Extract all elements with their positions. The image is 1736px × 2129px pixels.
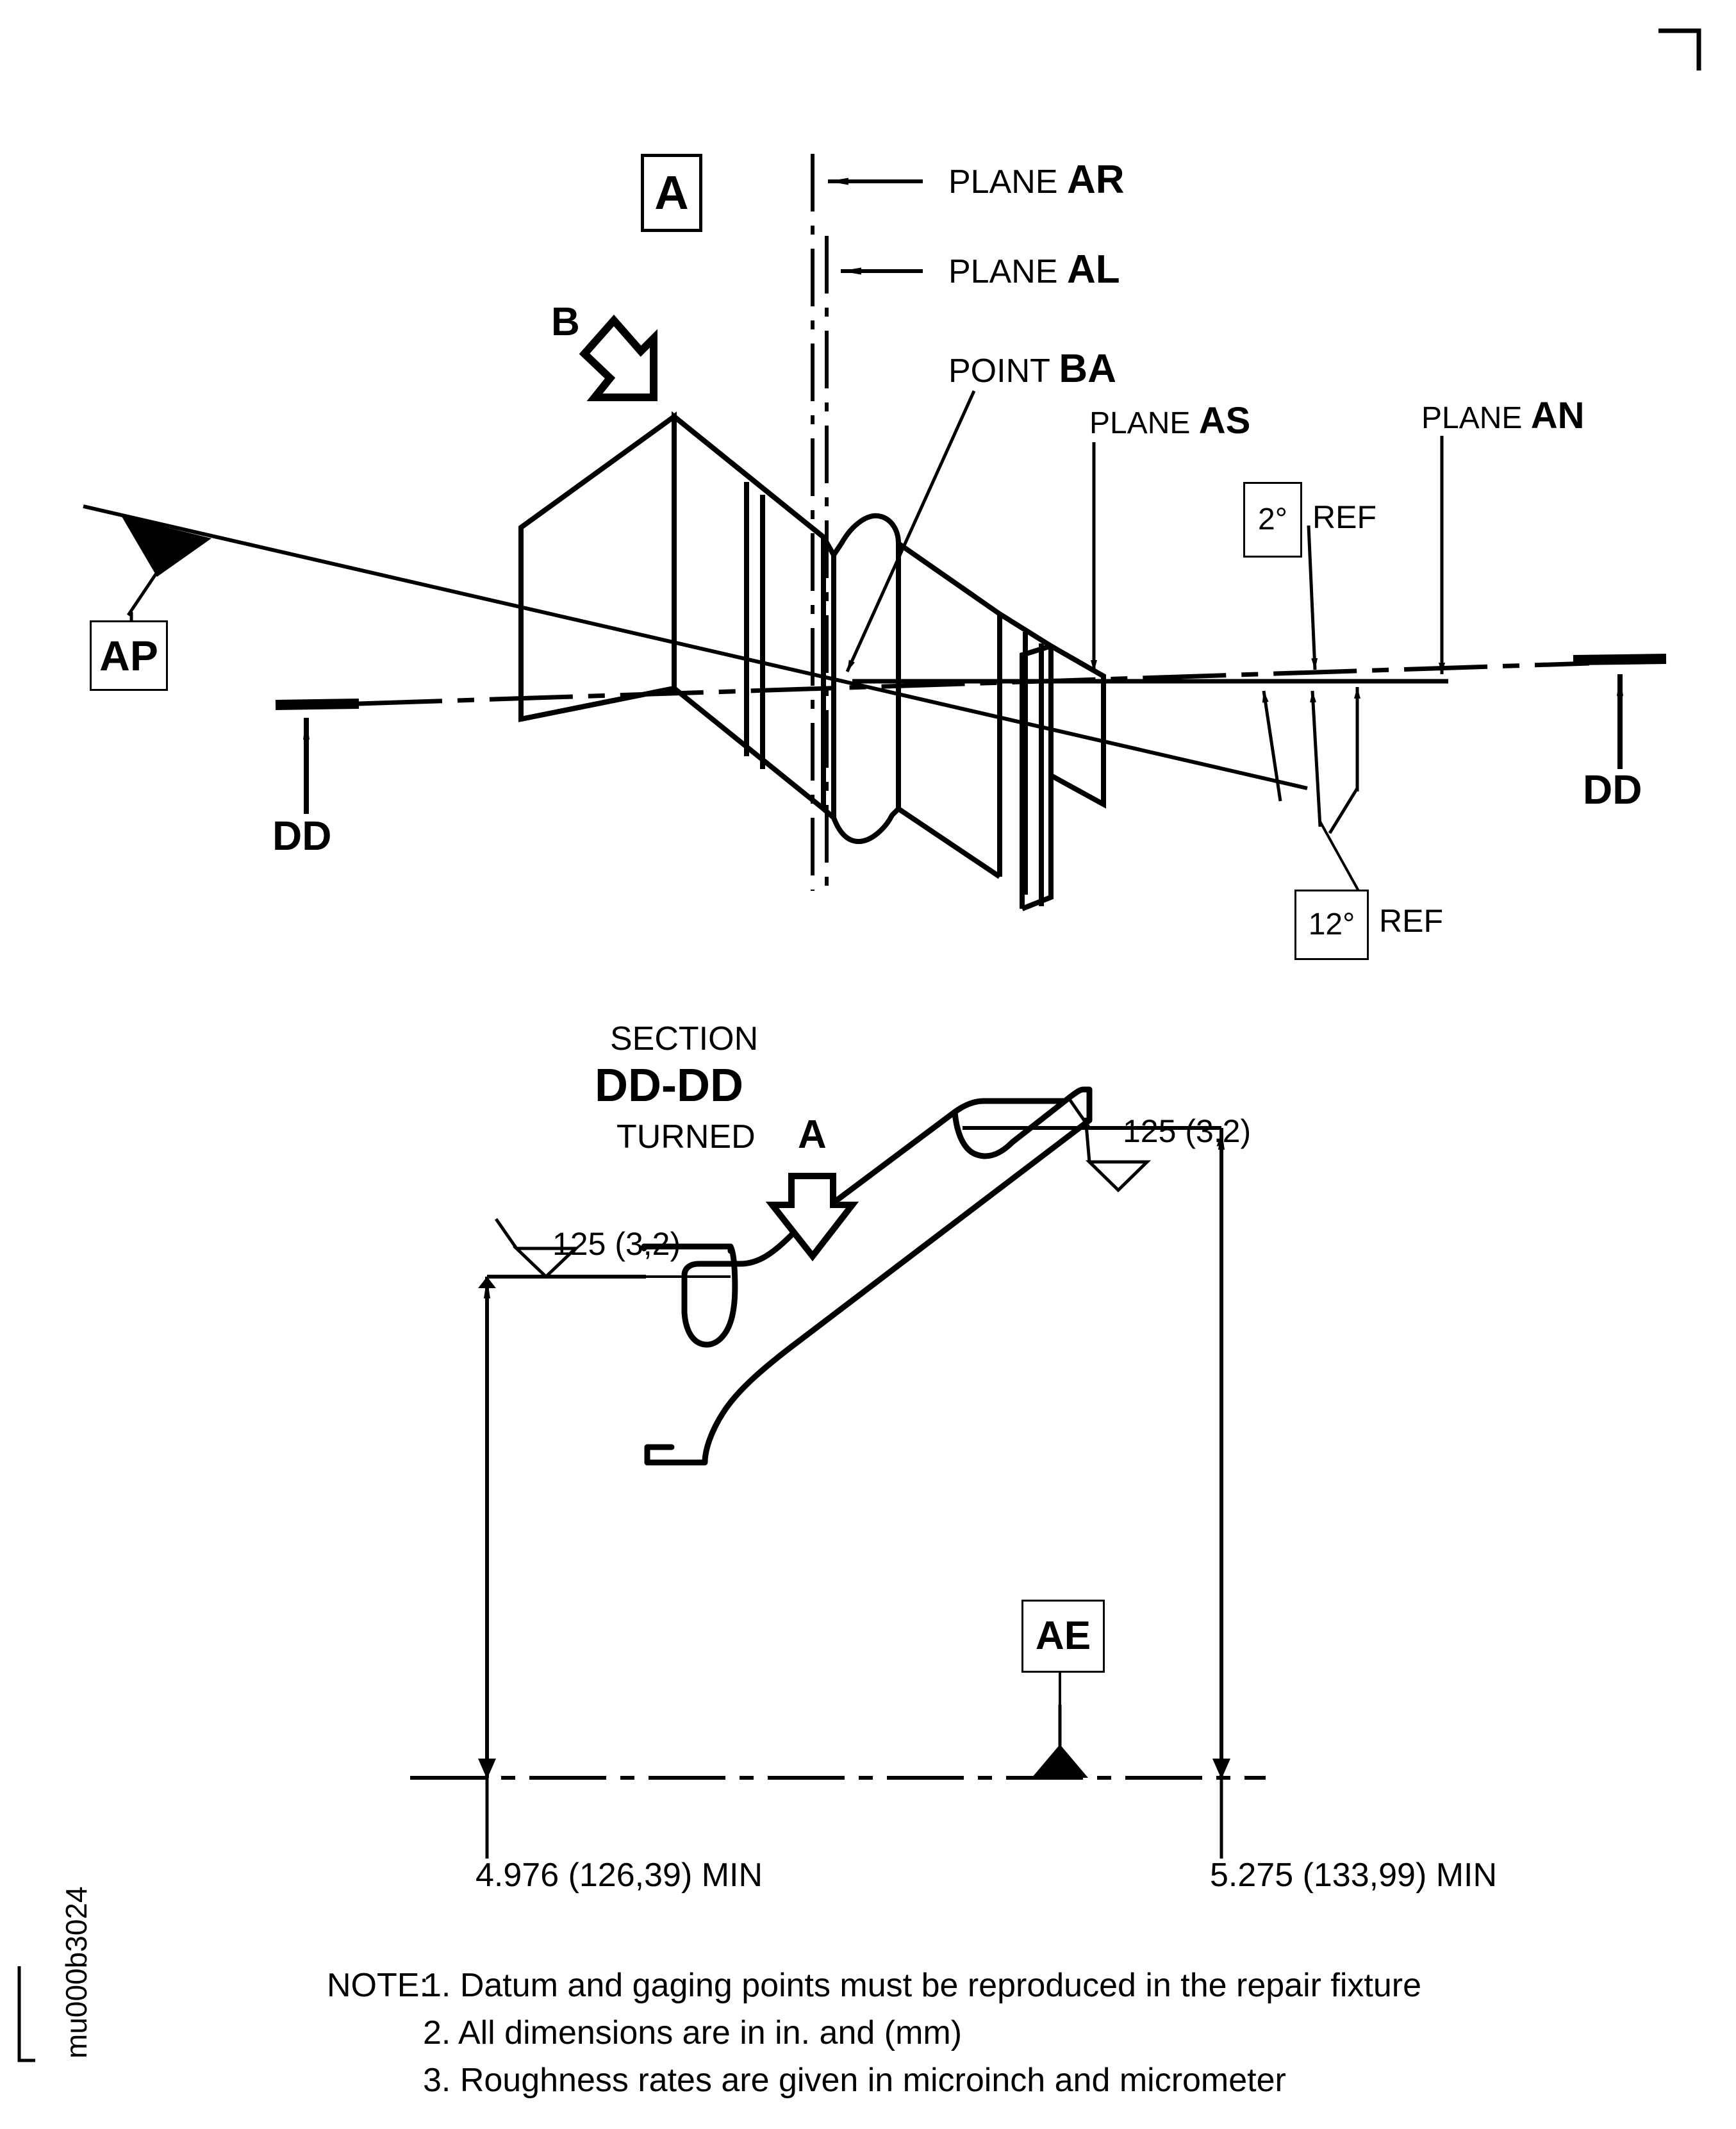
angle-12deg-value: 12° (1308, 907, 1355, 941)
note-item-2: 2. All dimensions are in in. and (mm) (423, 2014, 963, 2051)
plane-trace-lines (811, 154, 829, 891)
view-arrow-a-label: A (798, 1113, 827, 1157)
angle-2deg-suffix: REF (1312, 499, 1376, 535)
surface-finish-right-label: 125 (3,2) (1123, 1113, 1252, 1149)
angle-2deg-leaders (1307, 525, 1322, 827)
iso-centerline (358, 661, 1590, 706)
plane-as-prefix: PLANE (1089, 406, 1191, 440)
datum-box-ap[interactable]: AP (90, 620, 168, 691)
datum-box-ap-label: AP (99, 632, 158, 679)
surface-finish-symbol-left (494, 1218, 580, 1279)
section-mark-dd-right-label: DD (1583, 766, 1642, 813)
plane-an-label: PLANE AN (1421, 397, 1585, 435)
plane-al-name: AL (1066, 247, 1120, 292)
dimension-arrowheads-bottom (478, 1759, 1230, 1779)
datum-box-a[interactable]: A (641, 154, 702, 232)
angle-2deg-box[interactable]: 2° (1243, 482, 1302, 558)
point-ba-prefix: POINT (948, 352, 1050, 390)
point-ba-leader (845, 390, 976, 673)
plane-ar-name: AR (1066, 158, 1125, 202)
ap-reference-line (83, 504, 1308, 790)
section-mark-dd-left (275, 699, 360, 814)
view-arrow-a-icon (765, 1173, 859, 1262)
plane-al-label: PLANE AL (948, 250, 1120, 290)
plane-an-name: AN (1530, 395, 1585, 436)
plane-ar-prefix: PLANE (948, 163, 1058, 201)
datum-box-a-label: A (654, 166, 689, 219)
section-top-ledges (487, 1126, 1221, 1279)
view-arrow-b-label: B (551, 300, 580, 344)
angle-12deg-leaders (1262, 687, 1360, 891)
notes-heading: NOTE: (327, 1967, 429, 2004)
figure-id-label: mu000b3024 (60, 1886, 93, 2059)
angle-12deg-box[interactable]: 12° (1294, 890, 1369, 960)
isometric-part-body (518, 411, 1106, 911)
view-arrow-b-icon (579, 314, 657, 401)
plane-al-prefix: PLANE (948, 253, 1058, 290)
plane-an-prefix: PLANE (1421, 401, 1523, 435)
dimension-left-label: 4.976 (126,39) MIN (475, 1857, 763, 1894)
plane-as-name: AS (1198, 400, 1251, 442)
point-ba-label: POINT BA (948, 349, 1116, 389)
datum-box-ae-label: AE (1035, 1614, 1091, 1658)
corner-registration-mark (1658, 28, 1701, 70)
figure-id-bracket (17, 1966, 35, 2062)
section-title-line2: DD-DD (595, 1060, 743, 1111)
surface-finish-left-label: 125 (3,2) (552, 1226, 681, 1262)
section-mark-dd-left-label: DD (272, 813, 332, 859)
plane-ar-label: PLANE AR (948, 160, 1125, 200)
note-item-3: 3. Roughness rates are given in microinc… (423, 2062, 1286, 2099)
point-ba-name: BA (1059, 347, 1116, 391)
dimension-right-label: 5.275 (133,99) MIN (1210, 1857, 1498, 1894)
angle-12deg-suffix: REF (1379, 903, 1443, 939)
datum-box-ae[interactable]: AE (1021, 1600, 1105, 1673)
section-title-line3: TURNED (616, 1118, 756, 1156)
section-mark-dd-right (1573, 654, 1667, 769)
dimension-left-4976 (478, 1277, 496, 1859)
ae-datum-triangle (1032, 1705, 1088, 1778)
note-item-1: 1. Datum and gaging points must be repro… (423, 1967, 1422, 2004)
section-title-line1: SECTION (610, 1020, 759, 1057)
plane-as-label: PLANE AS (1089, 402, 1250, 440)
angle-2deg-value: 2° (1258, 502, 1287, 536)
surface-finish-right-leader (1067, 1097, 1091, 1129)
